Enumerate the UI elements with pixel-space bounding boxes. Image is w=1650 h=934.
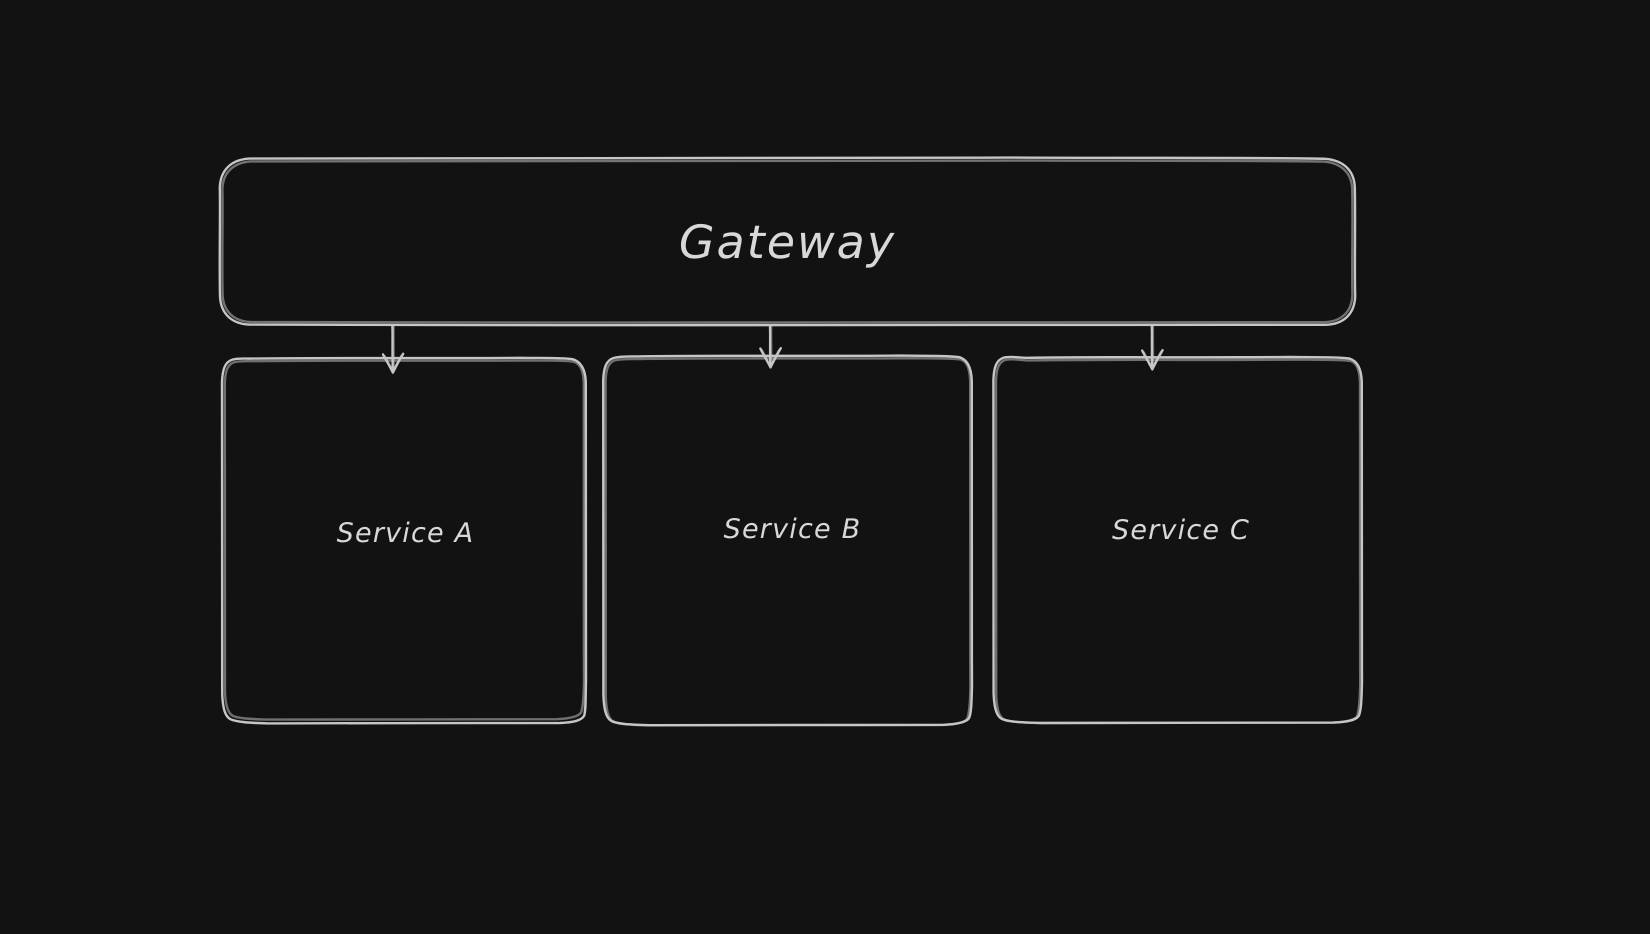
node-label-service-b: Service B bbox=[723, 513, 862, 545]
edge-gateway-service-b[interactable] bbox=[759, 324, 782, 369]
node-gateway-outline[interactable] bbox=[218, 156, 1357, 327]
edge-gateway-service-a[interactable] bbox=[381, 324, 405, 374]
edge-gateway-service-c[interactable] bbox=[1141, 324, 1164, 371]
node-label-service-a: Service A bbox=[336, 517, 475, 549]
node-service-b-outline[interactable] bbox=[601, 354, 974, 727]
node-label-service-c: Service C bbox=[1111, 514, 1251, 546]
node-service-a-outline[interactable] bbox=[220, 356, 588, 725]
node-label-gateway: Gateway bbox=[678, 214, 897, 269]
node-service-c-outline[interactable] bbox=[992, 355, 1364, 725]
